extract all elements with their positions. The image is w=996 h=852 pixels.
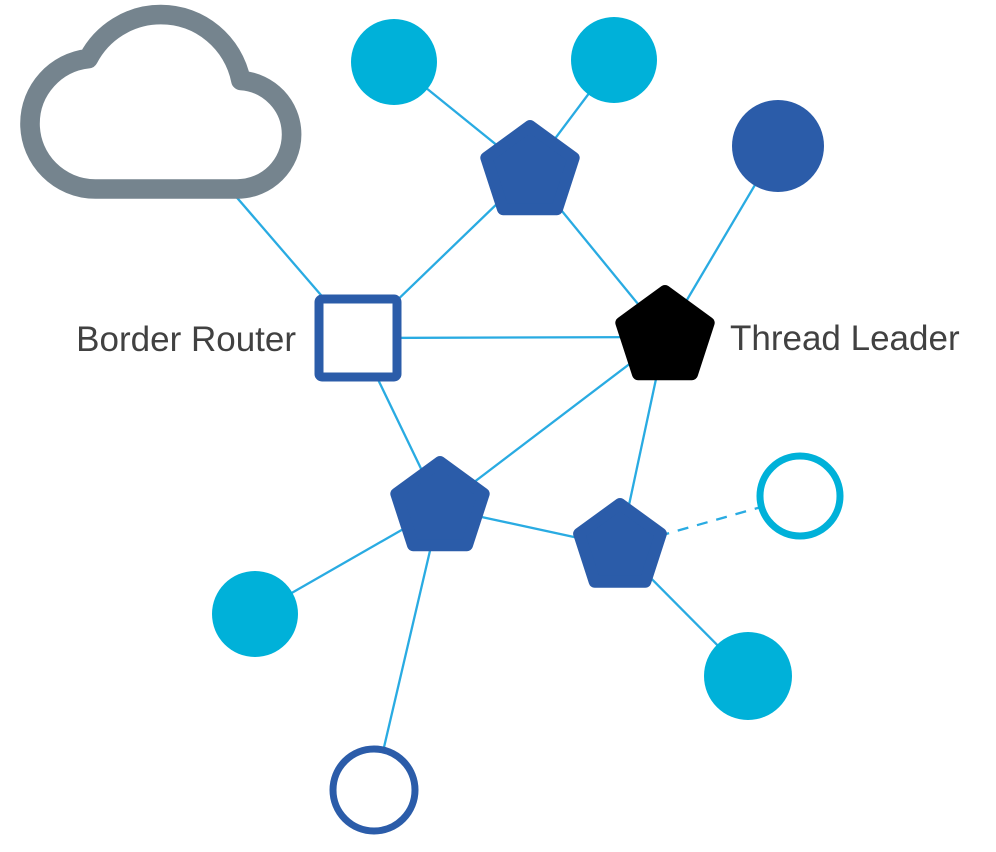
thread-leader-label: Thread Leader xyxy=(730,319,960,358)
link-border-router-to-thread-leader xyxy=(357,335,666,340)
end-device-right xyxy=(732,100,824,192)
router-node-left xyxy=(390,456,490,552)
sleepy-end-device-right xyxy=(756,452,844,540)
labels-layer: Border Router Thread Leader xyxy=(76,319,960,359)
end-device-top-left xyxy=(351,19,437,105)
link-thread-leader-to-router-left xyxy=(439,336,666,509)
end-device-bottom-right xyxy=(704,632,792,720)
end-device-bottom-left xyxy=(212,571,298,657)
open-end-device-bottom xyxy=(329,745,419,835)
thread-leader-node xyxy=(615,285,715,381)
cloud-icon xyxy=(20,4,302,199)
nodes-layer xyxy=(20,4,844,835)
router-node-right xyxy=(573,498,667,588)
border-router-node xyxy=(314,294,402,382)
border-router-label: Border Router xyxy=(76,320,296,359)
end-device-top-right xyxy=(571,17,657,103)
router-node-top xyxy=(480,120,580,216)
link-router-left-to-open-end-device-bottom xyxy=(372,507,442,791)
